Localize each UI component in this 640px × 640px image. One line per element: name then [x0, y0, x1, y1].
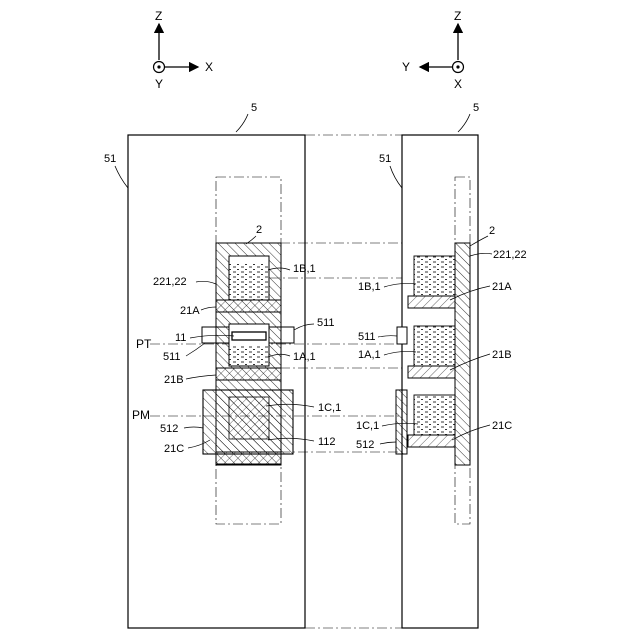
label-21B: 21B [492, 349, 512, 361]
band-21A [408, 296, 455, 308]
element-11 [232, 332, 266, 340]
label-2: 2 [489, 225, 495, 237]
plate-221-22 [455, 243, 470, 465]
label-511-lower: 511 [163, 351, 181, 363]
label-1B1: 1B,1 [358, 281, 381, 293]
panel-label: 5 [251, 102, 257, 114]
label-1A1: 1A,1 [293, 351, 316, 363]
plate-label: 51 [104, 153, 116, 165]
label-21B: 21B [164, 374, 184, 386]
label-21A: 21A [180, 305, 200, 317]
x-axis-label: X [454, 77, 462, 91]
label-221-22: 221,22 [493, 249, 527, 261]
cell-1C [414, 395, 455, 435]
band-21B [408, 366, 455, 378]
label-1C1: 1C,1 [356, 420, 379, 432]
block-512 [396, 390, 407, 454]
cell-1C [229, 397, 269, 439]
label-21A: 21A [492, 281, 512, 293]
label-221-22: 221,22 [153, 276, 187, 288]
z-axis-label: Z [155, 9, 162, 23]
z-axis-label: Z [454, 9, 461, 23]
axis-triad-left: Z X Y [154, 9, 214, 91]
label-112: 112 [318, 436, 336, 448]
band-21C [216, 452, 281, 464]
axis-triad-right: Z Y X [402, 9, 464, 91]
label-21C: 21C [492, 420, 512, 432]
panel-label: 5 [473, 102, 479, 114]
label-511: 511 [358, 331, 376, 343]
label-2: 2 [256, 224, 262, 236]
y-axis-label: Y [402, 60, 410, 74]
band-21C [408, 435, 455, 447]
y-axis-label: Y [155, 77, 163, 91]
label-PT: PT [136, 337, 152, 351]
label-21C: 21C [164, 443, 184, 455]
label-512: 512 [160, 423, 178, 435]
label-1A1: 1A,1 [358, 349, 381, 361]
label-1C1: 1C,1 [318, 402, 341, 414]
x-axis-label: X [205, 60, 213, 74]
label-512: 512 [356, 439, 374, 451]
label-511-upper: 511 [317, 317, 335, 329]
label-1B1: 1B,1 [293, 263, 316, 275]
label-PM: PM [132, 408, 150, 422]
cell-1B [414, 256, 455, 296]
label-11: 11 [175, 332, 186, 344]
bar-511 [397, 327, 407, 344]
cell-1A [414, 326, 455, 366]
band-21B [216, 368, 281, 380]
band-21A [216, 300, 281, 312]
plate-label: 51 [379, 153, 391, 165]
